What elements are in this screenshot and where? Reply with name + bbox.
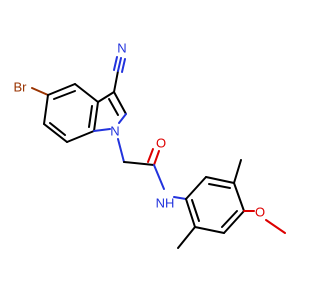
bond-c6-c5 [43,94,49,125]
bond-o-ch3 [265,219,286,234]
bond-n1-c7a [93,128,111,132]
bond-c3-c2 [113,91,127,115]
indole-nitrogen-label: N [110,124,119,139]
bond-c3-cn [113,70,119,93]
bond-ar4-ar5-inner [221,210,238,228]
bond-nh-caryl [173,196,187,200]
bond-co-o-b [147,148,154,163]
bond-ar6-ar1 [185,198,196,228]
bond-c2-n1 [118,113,127,124]
amide-nh-label: NH [156,196,175,211]
bond-ar1-ar2 [185,176,207,200]
methoxy-oxygen-label: O [255,205,265,220]
bond-ch2-co [123,161,155,166]
bond-ar2-ar3 [205,176,235,184]
bond-c3-c2-inner [108,98,119,116]
bond-c7-c6-inner [49,122,66,136]
bond-cn-triple-c [121,58,126,73]
bond-c5-c4 [47,83,76,96]
bond-c7-c6 [43,123,68,143]
bond-br-c5 [31,87,49,96]
bond-c5-c4-inner [53,90,76,100]
bond-ar5-ar6 [194,226,225,234]
bond-c3a-c7a-inner [88,105,93,128]
nitrile-nitrogen-label: N [117,41,126,56]
bond-ar6-ar1-inner [191,199,200,222]
bond-ar6-methyl [177,226,196,249]
bond-n1-ch2 [117,138,125,163]
molecule-structure: Br N N O NH O [14,41,286,249]
bond-ar3-methyl [233,159,242,184]
bond-co-nh [153,164,165,190]
bromine-label: Br [14,80,28,95]
bond-c4-c3a [74,83,99,103]
bond-ar4-ar5 [223,210,245,234]
carbonyl-oxygen-label: O [156,136,166,151]
bond-c3a-c3 [97,91,115,103]
bond-ar3-ar4 [233,182,245,212]
bond-ar2-ar3-inner [208,183,231,189]
bond-c7a-c7 [66,130,95,143]
bond-cn-triple-b [113,56,118,71]
bond-co-o-a [153,150,160,166]
bond-c3a-c7a [93,101,99,132]
bond-cn-triple-a [117,57,122,72]
